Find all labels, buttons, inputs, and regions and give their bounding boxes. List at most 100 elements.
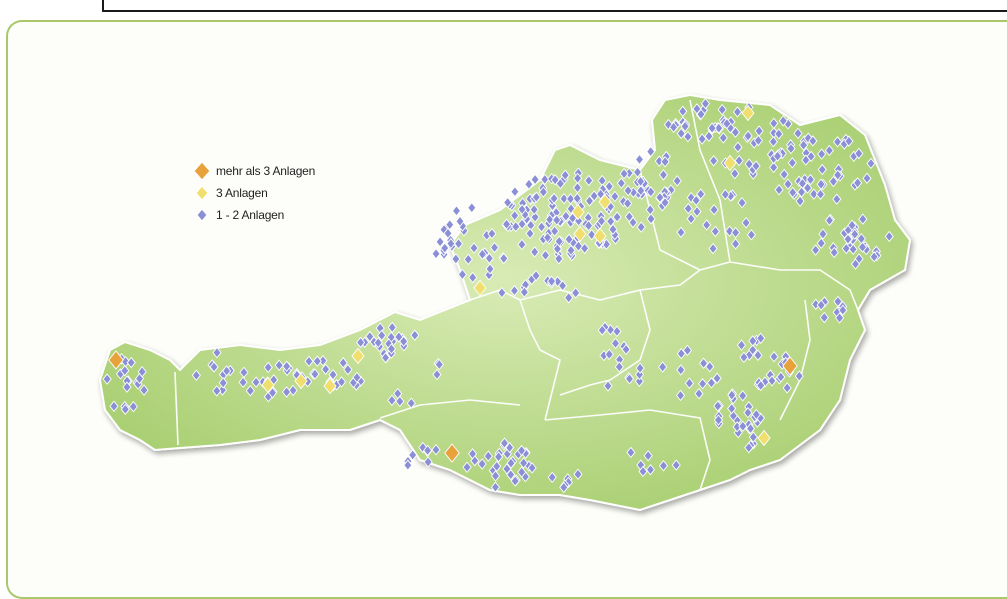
plant-marker-1-2 — [658, 460, 669, 472]
plant-marker-1-2 — [263, 361, 273, 374]
plant-marker-1-2 — [748, 344, 758, 356]
plant-marker-1-2 — [468, 448, 478, 460]
plant-marker-1-2 — [274, 359, 284, 371]
plant-marker-1-2 — [483, 450, 493, 462]
plant-marker-1-2 — [487, 227, 497, 240]
plant-marker-1-2 — [519, 286, 529, 298]
plant-marker-1-2 — [584, 219, 594, 232]
plant-marker-1-2 — [636, 184, 646, 197]
plant-marker-1-2 — [660, 156, 670, 168]
plant-marker-1-2 — [671, 459, 681, 471]
plant-marker-1-2 — [510, 475, 520, 487]
plant-marker-1-2 — [699, 357, 709, 370]
plant-marker-1-2 — [321, 363, 331, 376]
plant-marker-1-2 — [517, 238, 527, 251]
plant-marker-1-2 — [431, 444, 441, 456]
plant-marker-1-2 — [623, 184, 633, 197]
plant-marker-1-2 — [510, 185, 520, 198]
plant-marker-1-2 — [552, 243, 563, 255]
plant-marker-3 — [757, 429, 771, 447]
plant-marker-1-2 — [328, 368, 338, 381]
plant-marker-1-2 — [854, 147, 864, 160]
plant-marker-1-2 — [517, 203, 527, 216]
plant-marker-1-2 — [435, 236, 445, 248]
plant-marker-1-2 — [423, 444, 433, 457]
plant-marker-1-2 — [634, 375, 644, 387]
plant-marker-1-2 — [564, 291, 574, 304]
plant-marker-1-2 — [621, 343, 631, 356]
plant-marker-1-2 — [455, 215, 465, 228]
plant-marker-1-2 — [209, 361, 219, 373]
plant-marker-1-2 — [669, 121, 679, 133]
plant-marker-1-2 — [692, 205, 702, 218]
plant-marker-1-2 — [856, 233, 866, 245]
plant-marker-1-2 — [462, 461, 472, 473]
plant-marker-1-2 — [646, 186, 656, 198]
plant-marker-1-2 — [793, 127, 803, 140]
plant-marker-3 — [723, 154, 737, 172]
plant-marker-1-2 — [776, 371, 786, 383]
plant-marker-1-2 — [499, 252, 509, 265]
plant-marker-3 — [593, 227, 607, 245]
map-legend: mehr als 3 Anlagen 3 Anlagen 1 - 2 Anlag… — [190, 160, 315, 226]
plant-marker-1-2 — [587, 229, 597, 241]
plant-marker-1-2 — [809, 188, 819, 200]
plant-marker-1-2 — [614, 361, 624, 373]
plant-marker-1-2 — [453, 237, 464, 250]
plant-marker-1-2 — [490, 481, 501, 493]
plant-marker-1-2 — [660, 196, 670, 209]
plant-marker-3 — [571, 203, 585, 221]
plant-marker-1-2 — [519, 457, 529, 469]
plant-marker-1-2 — [109, 400, 119, 412]
plant-marker-1-2 — [558, 279, 568, 292]
plant-marker-1-2 — [304, 355, 314, 368]
plant-marker-1-2 — [126, 356, 136, 369]
plant-marker-1-2 — [702, 219, 712, 231]
plant-marker-1-2 — [356, 336, 366, 349]
plant-marker-1-2 — [501, 218, 512, 230]
plant-marker-1-2 — [720, 188, 730, 201]
plant-marker-1-2 — [102, 373, 112, 385]
plant-marker-1-2 — [267, 387, 278, 399]
plant-marker-1-2 — [490, 470, 501, 482]
plant-marker-1-2 — [732, 106, 743, 118]
plant-marker-1-2 — [801, 154, 811, 166]
plant-marker-1-2 — [531, 269, 541, 282]
plant-marker-1-2 — [727, 389, 737, 401]
plant-marker-1-2 — [778, 115, 788, 127]
plant-marker-1-2 — [700, 97, 711, 110]
plant-marker-1-2 — [596, 215, 607, 227]
plant-marker-1-2 — [828, 175, 838, 188]
plant-marker-1-2 — [560, 169, 570, 181]
plant-marker-1-2 — [608, 223, 618, 236]
plant-marker-1-2 — [239, 366, 249, 379]
legend-item-three: 3 Anlagen — [190, 182, 315, 204]
plant-marker-1-2 — [643, 450, 653, 462]
plant-marker-1-2 — [470, 454, 480, 467]
plant-marker-1-2 — [540, 173, 550, 186]
plant-marker-1-2 — [675, 389, 686, 402]
plant-marker-1-2 — [753, 134, 763, 147]
plant-marker-1-2 — [768, 135, 778, 148]
plant-marker-1-2 — [312, 355, 322, 367]
plant-marker-1-2 — [282, 360, 292, 373]
plant-marker-1-2 — [432, 368, 442, 381]
plant-marker-many — [782, 356, 798, 376]
plant-marker-1-2 — [676, 226, 686, 239]
plant-marker-1-2 — [744, 158, 754, 170]
plant-marker-1-2 — [626, 446, 636, 459]
plant-marker-1-2 — [816, 178, 826, 190]
plant-marker-1-2 — [516, 444, 527, 457]
plant-marker-1-2 — [517, 466, 527, 478]
plant-marker-1-2 — [343, 363, 353, 376]
plant-marker-1-2 — [704, 130, 714, 142]
plant-marker-1-2 — [469, 242, 479, 254]
plant-marker-1-2 — [406, 397, 416, 409]
plant-marker-1-2 — [816, 299, 826, 311]
plant-marker-1-2 — [683, 130, 693, 143]
plant-marker-3 — [598, 193, 612, 211]
plant-marker-1-2 — [477, 248, 488, 260]
plant-marker-1-2 — [492, 460, 502, 473]
plant-marker-1-2 — [769, 117, 779, 130]
plant-marker-1-2 — [655, 191, 665, 204]
